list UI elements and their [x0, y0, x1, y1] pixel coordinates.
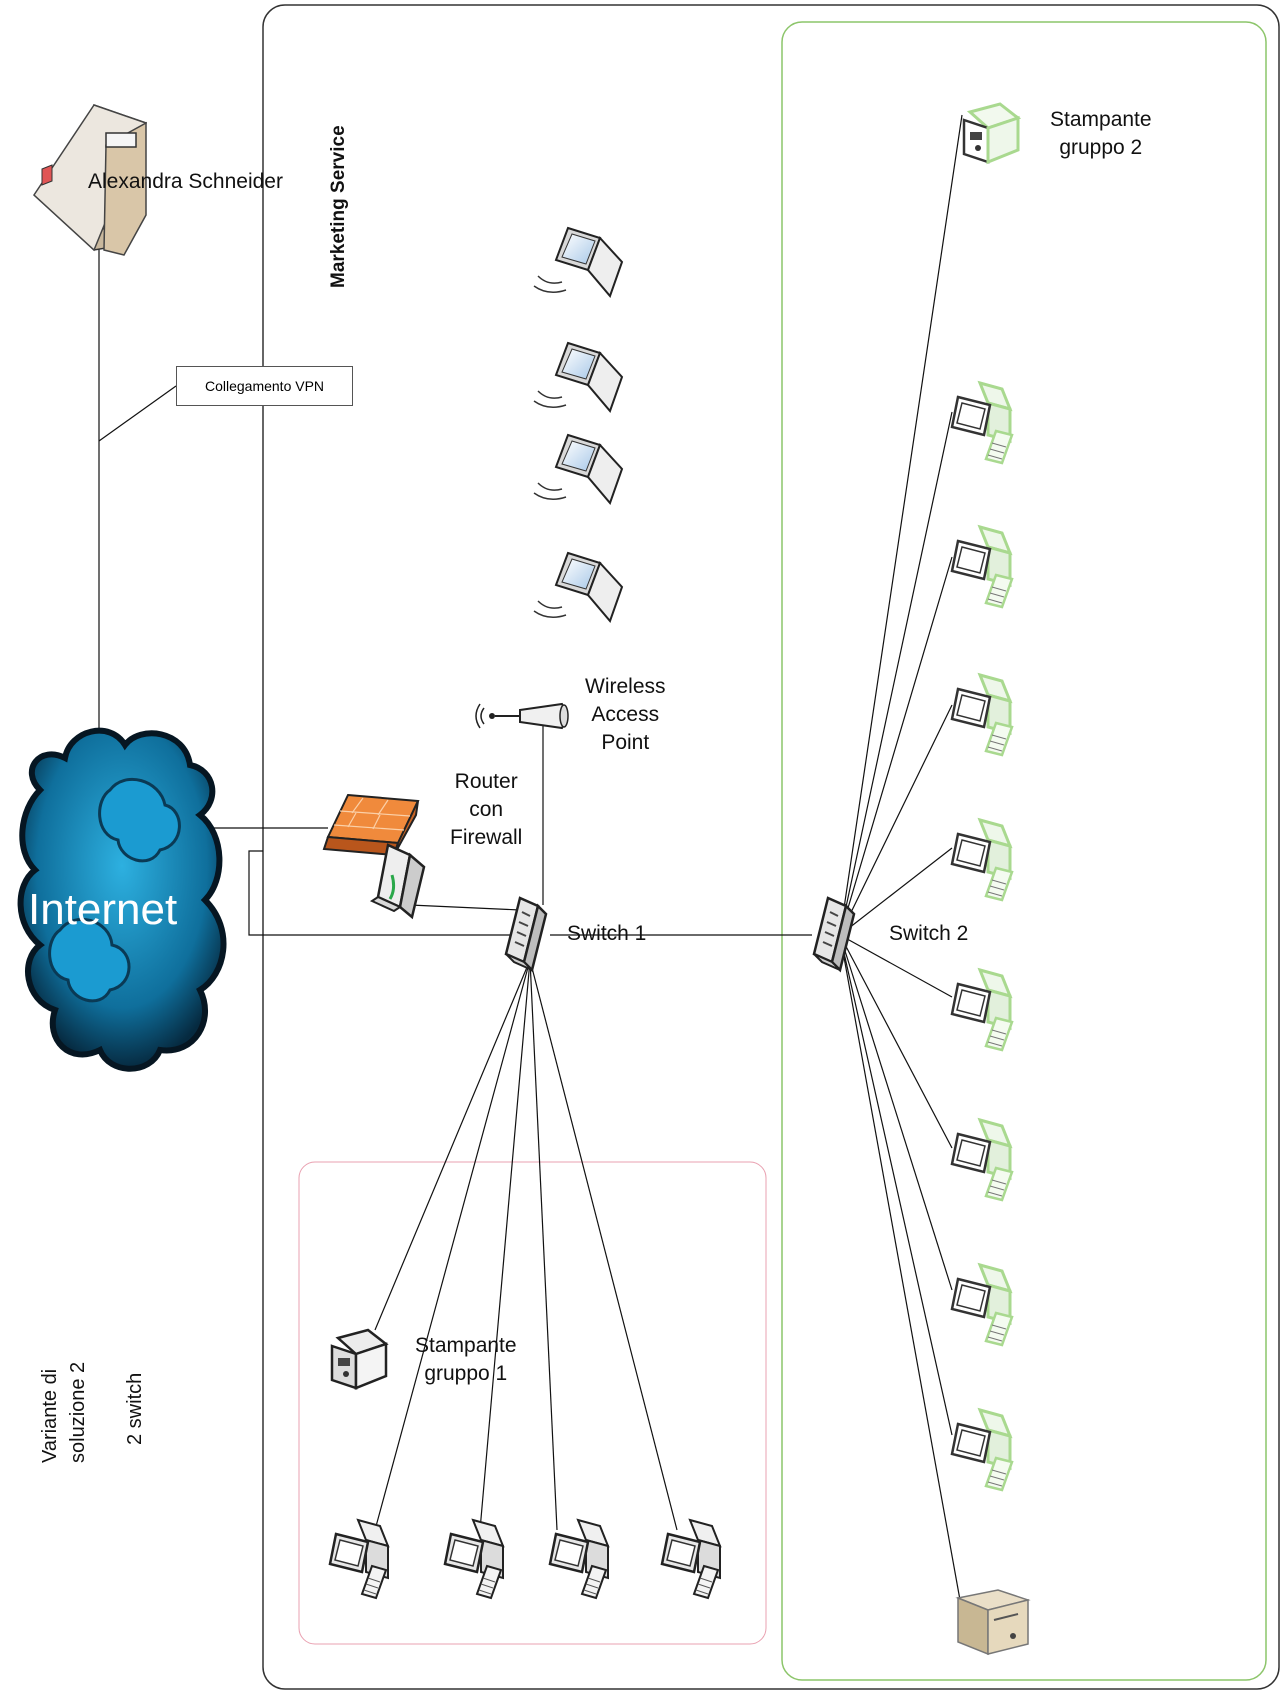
- printer-group2-label: Stampante gruppo 2: [1050, 108, 1152, 159]
- marketing-service-label: Marketing Service: [328, 125, 349, 288]
- group2-zone: [781, 21, 1267, 1681]
- laptop-icon: [533, 227, 623, 297]
- printer-group1-label: Stampante gruppo 1: [415, 1334, 517, 1385]
- desktop-pc-icon: [950, 673, 1014, 757]
- variant-note: Variante di soluzione 2: [39, 1361, 89, 1463]
- switch-icon: [504, 896, 548, 972]
- wireless-access-point-icon: [475, 702, 569, 730]
- desktop-pc-icon: [950, 1263, 1014, 1347]
- desktop-pc-icon: [950, 525, 1014, 609]
- group1-zone: [298, 1161, 767, 1645]
- marketing-service-zone: [262, 4, 1280, 1690]
- printer-icon: [962, 102, 1022, 165]
- desktop-pc-icon: [950, 968, 1014, 1052]
- laptop-icon: [533, 342, 623, 412]
- switch-count-note: 2 switch: [124, 1372, 146, 1445]
- firewall-icon: [322, 793, 420, 857]
- connection-lines: [98, 114, 963, 1601]
- printer-icon: [330, 1328, 388, 1390]
- desktop-pc-icon: [328, 1518, 390, 1600]
- internet-cloud-icon: [17, 727, 227, 1072]
- desktop-pc-icon: [443, 1518, 505, 1600]
- router-label: Router con Firewall: [450, 770, 523, 849]
- desktop-pc-icon: [950, 1408, 1014, 1492]
- server-icon: [955, 1589, 1031, 1656]
- wap-label: Wireless Access Point: [585, 675, 666, 754]
- desktop-pc-icon: [950, 381, 1014, 465]
- desktop-pc-icon: [548, 1518, 610, 1600]
- laptop-icon: [533, 434, 623, 504]
- desktop-pc-icon: [950, 818, 1014, 902]
- internet-label: Internet: [28, 885, 178, 934]
- laptop-icon: [533, 552, 623, 622]
- home-office-icon: [33, 104, 147, 256]
- router-icon: [369, 843, 426, 920]
- desktop-pc-icon: [950, 1118, 1014, 1202]
- switch2-label: Switch 2: [889, 922, 969, 945]
- switch1-label: Switch 1: [567, 922, 647, 945]
- vpn-link-label: Collegamento VPN: [176, 366, 353, 406]
- desktop-pc-icon: [660, 1518, 722, 1600]
- remote-user-label: Alexandra Schneider: [88, 170, 283, 193]
